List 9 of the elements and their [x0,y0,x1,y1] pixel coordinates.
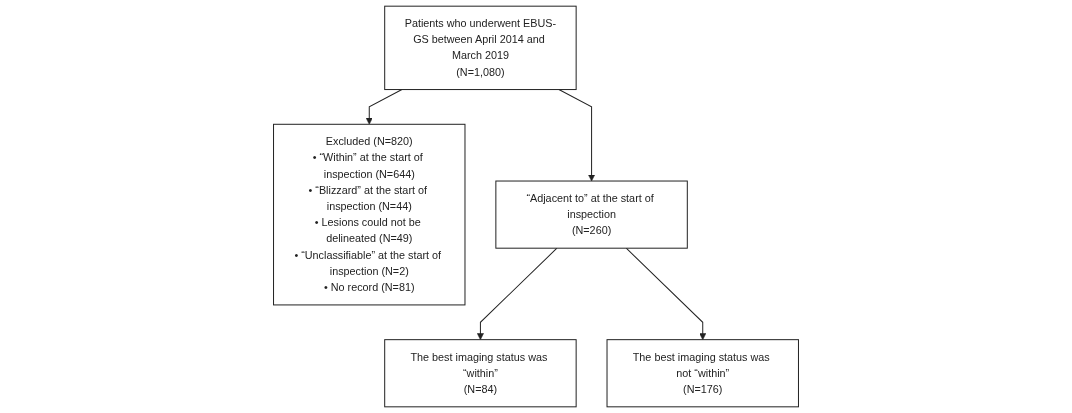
node-box: Patients who underwent EBUS-GS between April 2014 and March 2019 (N=1,080) [384,5,577,91]
arrow [365,89,403,125]
arrow [625,247,707,340]
node-box: Excluded (N=820) • “Within” at the start of inspection (N=644) • “Blizzard” at the start of inspection (N=44) • Lesions could not be delineated (N=49) • “Unclassifiable” at the start of inspection (N=2) • No record (N=81) [273,123,466,306]
arrow [558,89,595,182]
node-box: The best imaging status was “within” (N=84) [384,339,577,408]
node-box: The best imaging status was not “within” (N=176) [606,339,799,408]
arrow [477,247,558,340]
node-box: “Adjacent to” at the start of inspection (N=260) [495,180,688,249]
